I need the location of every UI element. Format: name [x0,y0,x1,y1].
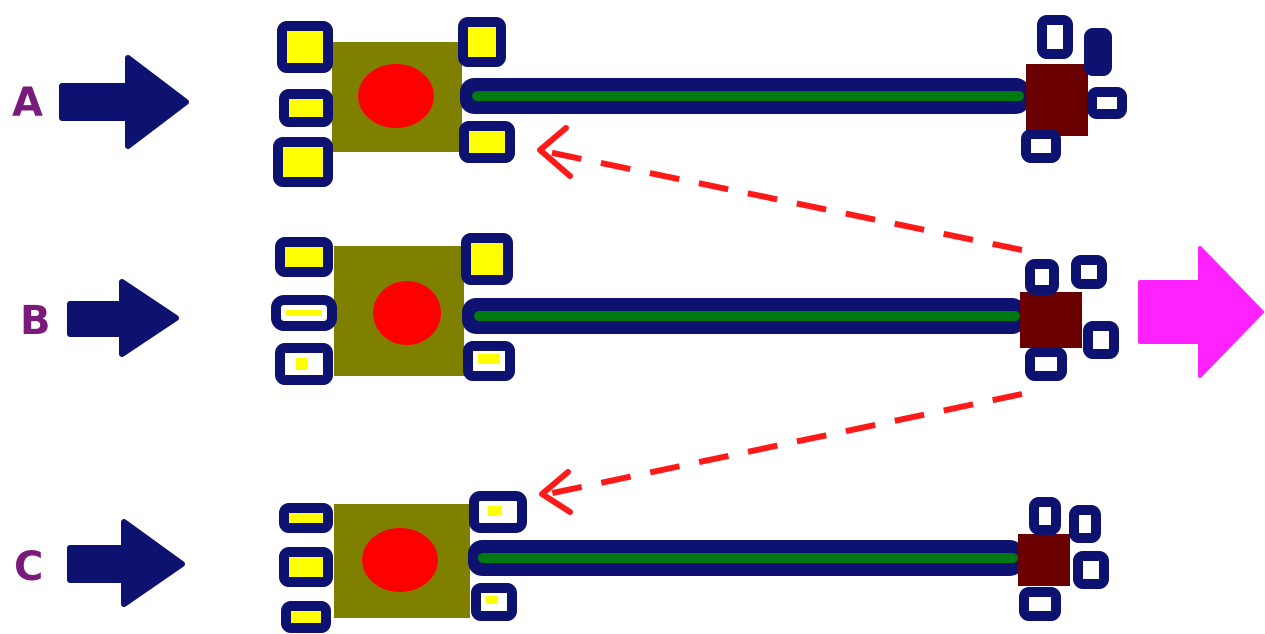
input-arrow-c [70,522,182,604]
pad [1026,134,1056,158]
pad [1088,326,1114,354]
pad-fill [286,310,322,316]
pad [1092,92,1122,114]
row-c: C [14,496,1104,628]
input-arrow-a [62,58,186,146]
pad-fill [486,596,498,604]
core-circle-c [362,528,438,592]
pad-fill [478,354,500,364]
pad [1076,260,1102,284]
rod-core-b [474,311,1020,321]
pad [1078,556,1104,584]
pad [1074,510,1096,538]
input-arrow-b [70,282,176,354]
pad [1024,592,1056,616]
pad [1042,20,1068,54]
left-pads-b [276,242,332,380]
pad [280,242,328,272]
pad [463,22,501,62]
row-label-b: B [20,298,51,344]
pad [282,26,328,68]
core-circle-a [358,64,434,128]
left-pads-c [284,508,328,628]
left-pads-a [278,26,328,182]
pad [284,94,328,122]
pad-fill [488,506,502,516]
pad [278,142,328,182]
row-label-c: C [14,544,43,590]
pad [284,508,328,528]
pad [1030,264,1054,290]
core-circle-b [373,281,441,345]
pad [464,126,510,158]
row-label-a: A [12,80,43,126]
dashed-arrow-b-to-c [542,394,1022,512]
pad [286,606,326,628]
end-block-c [1018,534,1070,586]
rod-core-a [472,91,1024,101]
pad [1088,32,1108,72]
row-b: B [20,238,1114,380]
dashed-line [548,394,1022,494]
dashed-arrow-b-to-a [540,128,1022,250]
pad-fill [296,358,308,370]
end-block-b [1020,292,1082,348]
pad [1034,502,1056,530]
dashed-line [548,152,1022,250]
end-block-a [1026,64,1088,136]
pad [284,552,328,582]
output-arrow [1140,248,1262,376]
pad [466,238,508,280]
pad [1030,352,1062,376]
rod-core-c [478,553,1018,563]
